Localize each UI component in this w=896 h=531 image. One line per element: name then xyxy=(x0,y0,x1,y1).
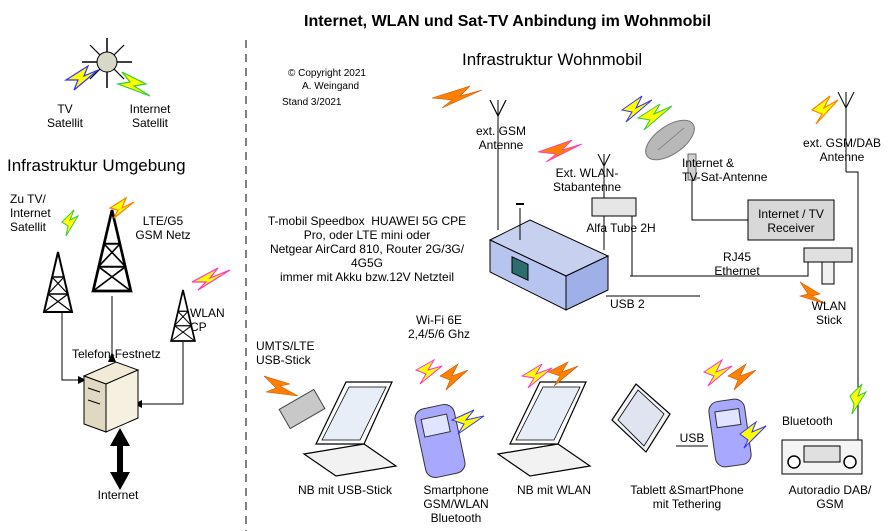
smartphone-icon xyxy=(414,403,466,479)
signal-bolt-icon xyxy=(450,409,485,435)
ext-gsm-dab-antenna-icon xyxy=(837,91,855,172)
bluetooth-label: Bluetooth xyxy=(782,414,833,428)
signal-bolt-icon xyxy=(636,103,673,131)
nb-usb-stick-label: NB mit USB-Stick xyxy=(297,483,392,497)
lte-gsm-label: LTE/G5 GSM Netz xyxy=(135,214,191,242)
satellite-icon xyxy=(82,38,132,88)
signal-bolt-icon xyxy=(431,85,483,109)
smartphone-icon xyxy=(708,398,752,468)
ext-wlan-antenna-label: Ext. WLAN- Stabantenne xyxy=(552,166,622,194)
wlan-antenna-icon xyxy=(597,153,611,198)
signal-bolt-icon xyxy=(439,363,469,391)
signal-bolt-icon xyxy=(727,363,757,391)
page-title: Internet, WLAN und Sat-TV Anbindung im W… xyxy=(304,13,712,30)
connection-lines-left xyxy=(61,296,184,405)
umts-usb-stick-icon xyxy=(278,388,326,430)
usb-label: USB xyxy=(679,431,705,445)
server-icon xyxy=(82,361,140,433)
wlan-cp-label: WLAN CP xyxy=(190,306,225,334)
internet-arrow-icon xyxy=(110,428,130,490)
internet-label: Internet xyxy=(97,488,139,502)
alfa-tube-icon xyxy=(591,197,637,217)
ext-gsm-dab-antenna-label: ext. GSM/DAB Antenne xyxy=(802,136,882,164)
copyright-line2: A. Weingand xyxy=(302,81,360,92)
left-heading: Infrastruktur Umgebung xyxy=(7,156,186,175)
notebook-icon xyxy=(302,381,398,477)
ext-gsm-antenna-label: ext. GSM Antenne xyxy=(475,124,526,152)
autoradio-label: Autoradio DAB/ GSM xyxy=(788,483,872,511)
tablet-smartphone-label: Tablett &SmartPhone mit Tethering xyxy=(630,483,744,511)
signal-bolt-icon xyxy=(620,95,653,123)
signal-bolt-icon xyxy=(263,375,299,397)
ext-gsm-antenna-icon xyxy=(489,99,507,230)
right-heading: Infrastruktur Wohnmobil xyxy=(462,50,643,69)
signal-bolt-icon xyxy=(702,358,733,387)
notebook-icon xyxy=(496,381,592,477)
signal-bolt-icon xyxy=(520,363,553,389)
tv-satellite-label: TV Satellit xyxy=(46,102,84,130)
wifi-6e-label: Wi-Fi 6E 2,4/5/6 Ghz xyxy=(407,313,471,341)
smartphone-label: Smartphone GSM/WLAN Bluetooth xyxy=(423,483,489,525)
signal-bolt-icon xyxy=(798,281,827,305)
umts-lte-stick-label: UMTS/LTE USB-Stick xyxy=(256,339,315,367)
wlan-stick-icon xyxy=(803,247,853,285)
to-satellite-label: Zu TV/ Internet Satellit xyxy=(10,192,51,234)
signal-bolt-icon xyxy=(61,196,231,291)
receiver-label: Internet / TV Receiver xyxy=(758,207,824,235)
autoradio-icon xyxy=(781,439,863,475)
signal-bolt-icon xyxy=(849,383,868,415)
rj45-label: RJ45 Ethernet xyxy=(714,250,760,278)
wlan-stick-label: WLAN Stick xyxy=(811,299,847,327)
alfa-tube-label: Alfa Tube 2H xyxy=(586,221,656,235)
usb2-label: USB 2 xyxy=(610,297,645,311)
sat-antenna-label: Internet & TV-Sat-Antenne xyxy=(682,156,768,184)
signal-bolt-icon xyxy=(537,139,583,163)
internet-satellite-label: Internet Satellit xyxy=(129,102,171,130)
signal-bolt-icon xyxy=(739,420,767,449)
receiver-box xyxy=(747,199,835,241)
telefon-festnetz-label: Telefon-Festnetz xyxy=(72,347,161,361)
router-description: T-mobil Speedbox HUAWEI 5G CPE Pro, oder… xyxy=(267,214,467,284)
signal-bolt-icon xyxy=(547,361,579,387)
copyright-line1: © Copyright 2021 xyxy=(288,68,366,79)
signal-bolt-icon xyxy=(63,64,151,97)
nb-wlan-label: NB mit WLAN xyxy=(516,483,591,497)
tablet-icon xyxy=(611,383,671,453)
signal-bolt-icon xyxy=(414,358,443,385)
copyright-stand: Stand 3/2021 xyxy=(282,97,342,108)
signal-bolt-icon xyxy=(810,95,839,125)
router-icon xyxy=(488,203,610,311)
satellite-dish-icon xyxy=(645,119,697,181)
